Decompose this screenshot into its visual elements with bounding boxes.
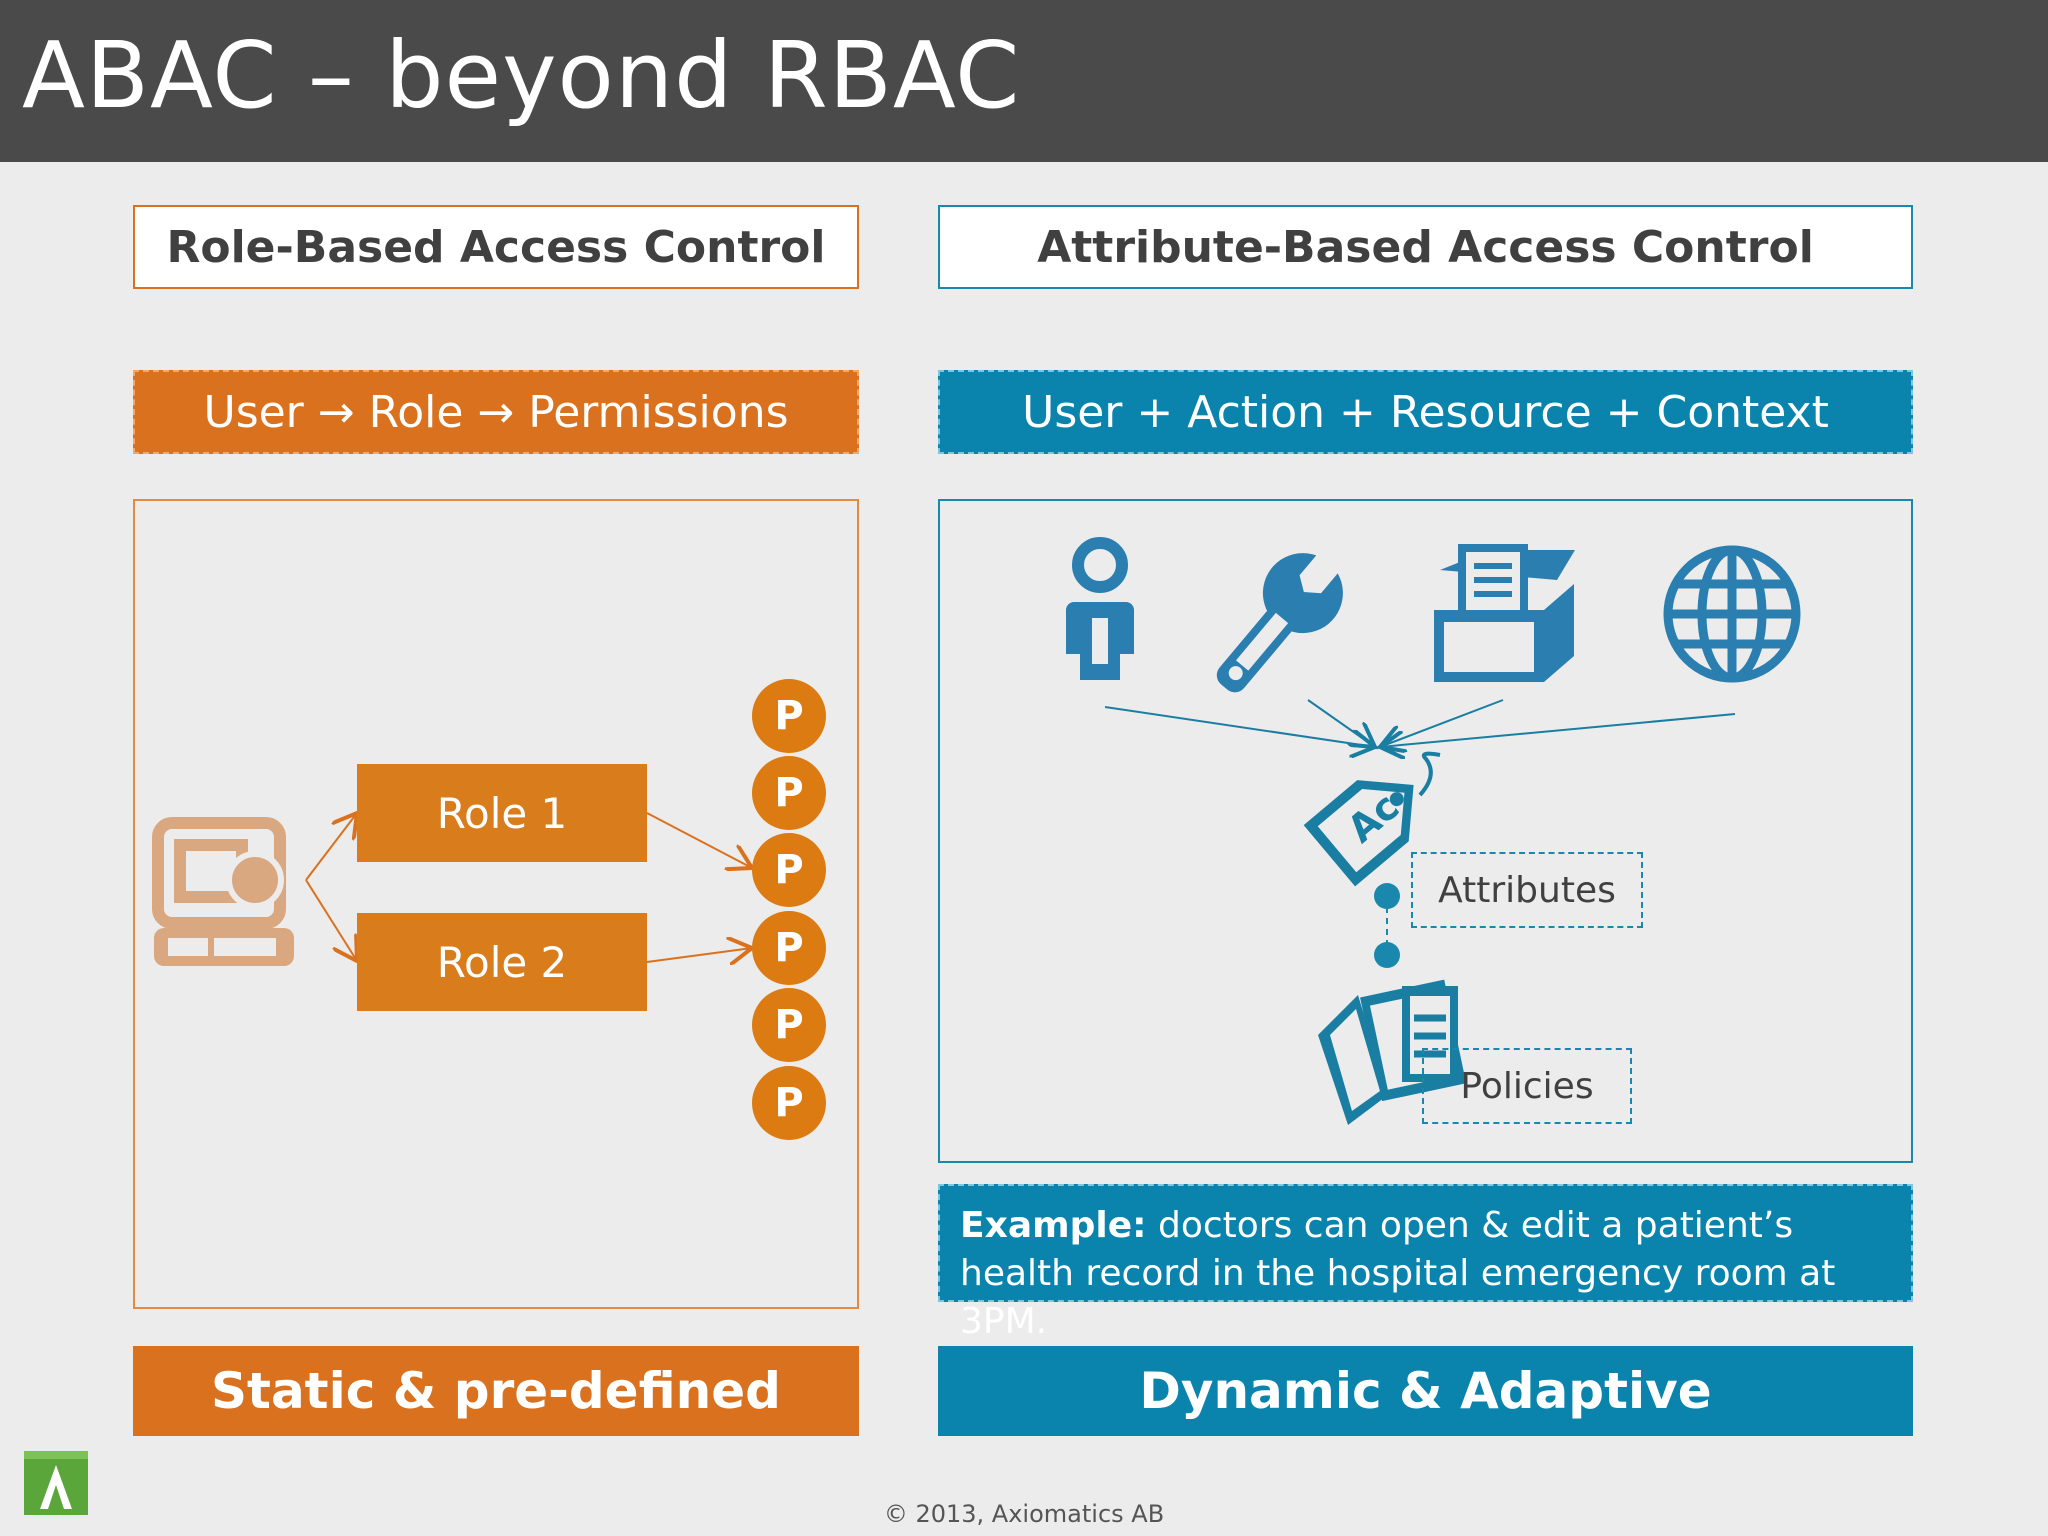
example-box: Example: doctors can open & edit a patie… — [938, 1184, 1913, 1342]
permission-circle: P — [752, 679, 826, 753]
abac-header: Attribute-Based Access Control — [938, 205, 1913, 289]
rbac-diagram-panel — [133, 499, 859, 1309]
abac-summary: Dynamic & Adaptive — [938, 1346, 1913, 1436]
copyright-footer: © 2013, Axiomatics AB — [883, 1500, 1165, 1528]
permission-circle: P — [752, 756, 826, 830]
rbac-summary: Static & pre-defined — [133, 1346, 859, 1436]
policies-label: Policies — [1422, 1048, 1632, 1124]
permission-circle: P — [752, 988, 826, 1062]
abac-diagram-panel — [938, 499, 1913, 1163]
slide-title: ABAC – beyond RBAC — [22, 22, 1021, 129]
role-1-box: Role 1 — [357, 764, 647, 862]
example-text: doctors can open & edit a patient’s heal… — [960, 1205, 1836, 1342]
rbac-header: Role-Based Access Control — [133, 205, 859, 289]
abac-formula: User + Action + Resource + Context — [938, 370, 1913, 454]
permission-circle: P — [752, 911, 826, 985]
permission-circle: P — [752, 1066, 826, 1140]
permission-circle: P — [752, 833, 826, 907]
axiomatics-logo — [24, 1451, 88, 1515]
role-2-box: Role 2 — [357, 913, 647, 1011]
title-bar: ABAC – beyond RBAC — [0, 0, 2048, 162]
rbac-formula: User → Role → Permissions — [133, 370, 859, 454]
attributes-label: Attributes — [1411, 852, 1643, 928]
example-bold-label: Example: — [960, 1205, 1147, 1246]
